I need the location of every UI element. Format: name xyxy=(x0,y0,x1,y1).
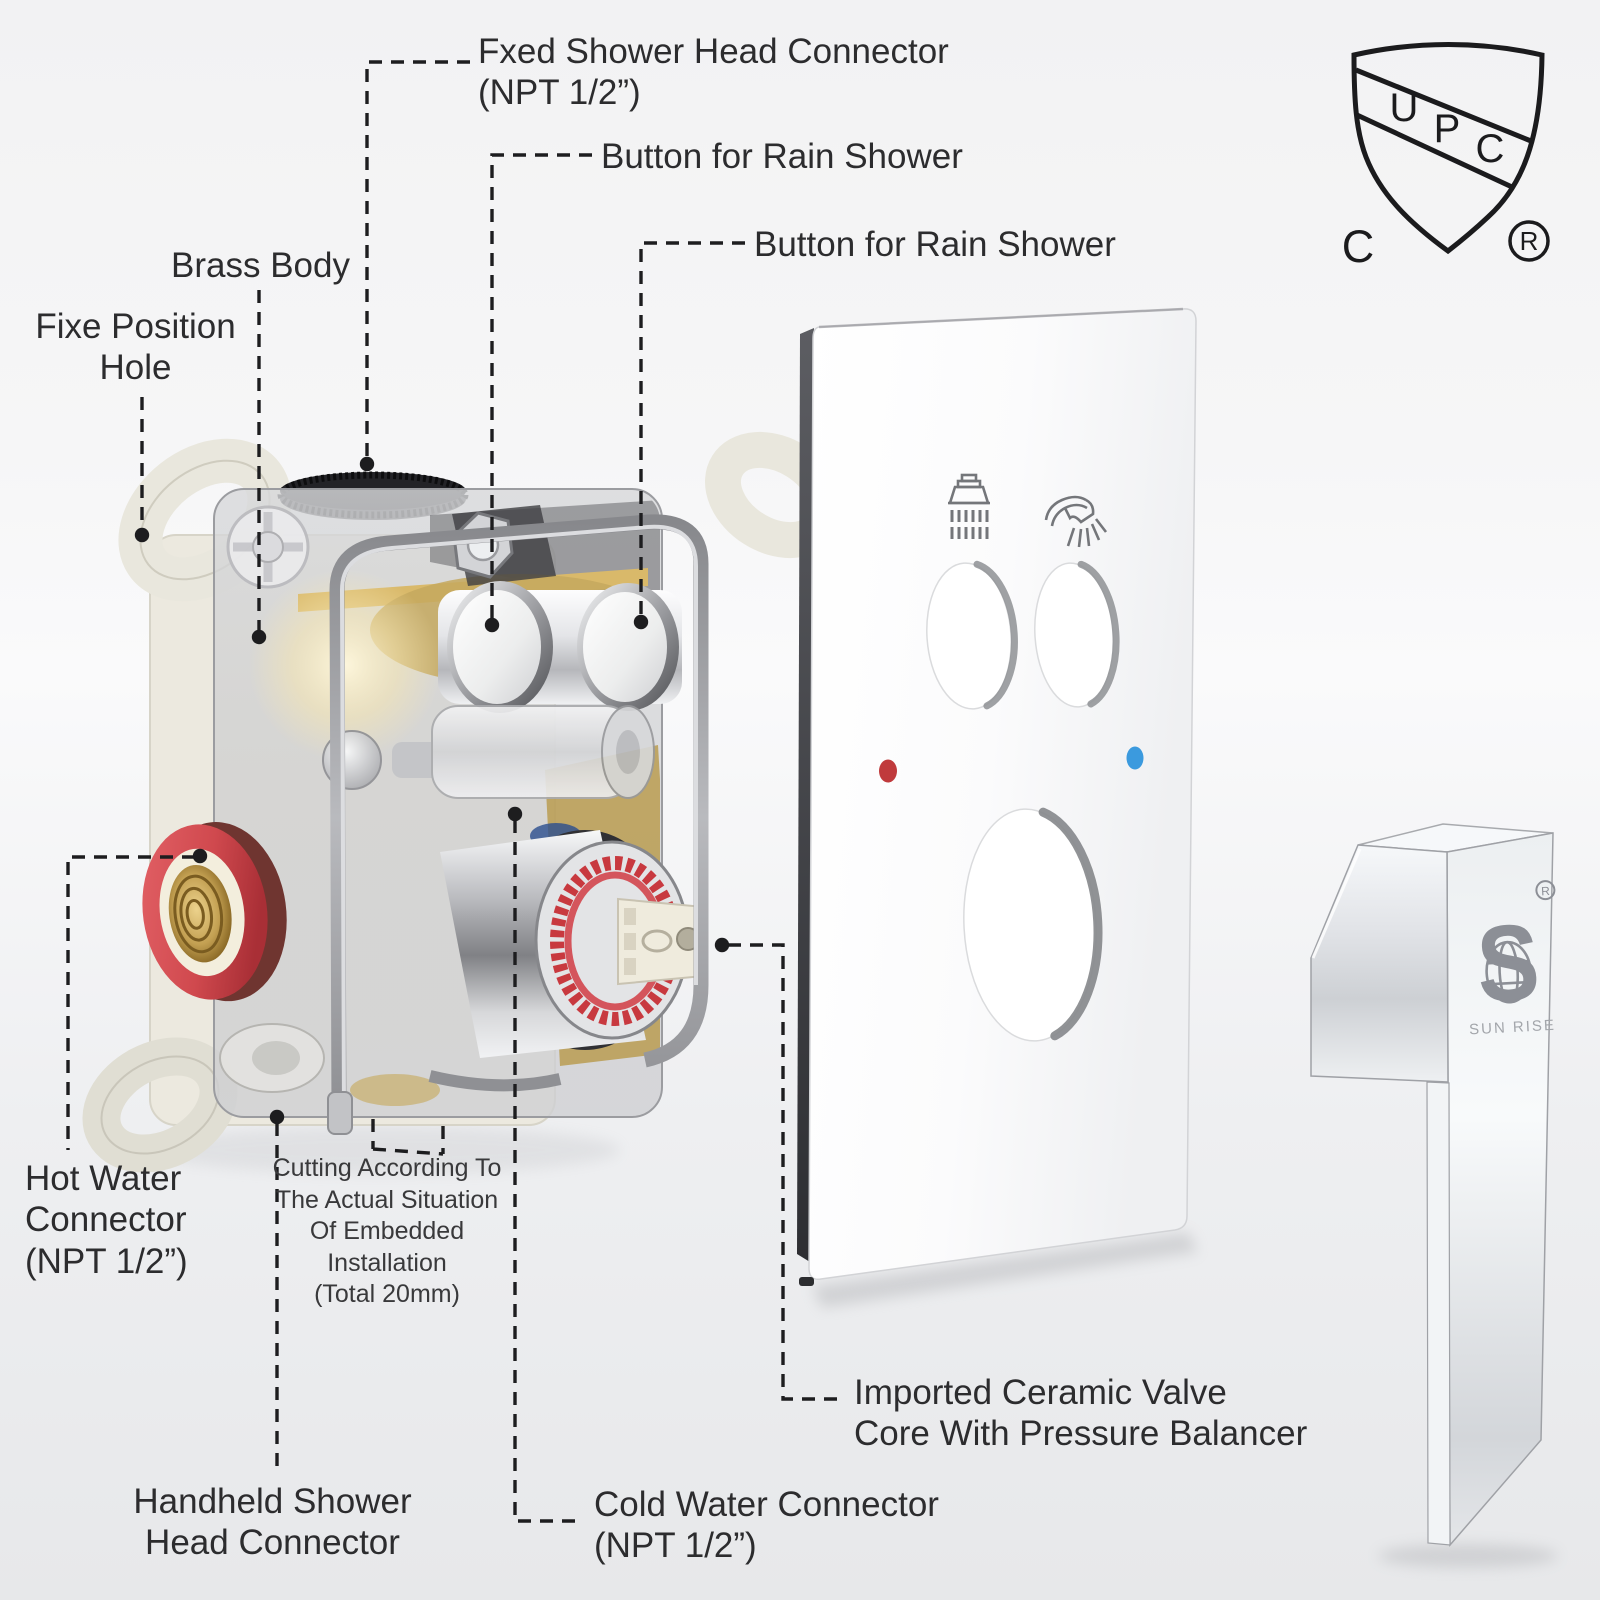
plate-hole-handle xyxy=(963,807,1103,1042)
leader-button-2 xyxy=(639,241,745,616)
label-fixed-shower-head-connector: Fxed Shower Head Connector (NPT 1/2”) xyxy=(478,31,949,114)
plate-face xyxy=(808,308,1197,1281)
label-line: (NPT 1/2”) xyxy=(478,73,641,113)
label-cutting-note: Cutting According To The Actual Situatio… xyxy=(262,1153,512,1311)
label-line: (NPT 1/2”) xyxy=(25,1241,188,1281)
label-line: Button for Rain Shower xyxy=(754,225,1116,264)
brand-logo: S R SUN RISE xyxy=(1469,880,1557,1039)
plate-shadow xyxy=(812,1232,1198,1308)
leader-ceramic-valve xyxy=(728,943,845,1401)
hot-water-inlet xyxy=(142,822,287,1002)
label-line: Of Embedded xyxy=(309,1217,465,1245)
label-line: (NPT 1/2”) xyxy=(594,1526,757,1566)
label-line: Installation xyxy=(327,1248,447,1277)
registered-circle xyxy=(1508,220,1550,262)
shield-letter-c: C xyxy=(1476,127,1505,171)
shield-band xyxy=(1355,67,1532,190)
label-line: Hot Water xyxy=(25,1159,182,1198)
brand-logo-globe xyxy=(1485,940,1532,1004)
leader-fixed-connector xyxy=(365,60,470,459)
brand-registered-mark: R xyxy=(1541,884,1551,898)
label-line: Fixe Position xyxy=(35,307,236,346)
upc-shield: U P C C R xyxy=(1342,42,1550,272)
shield-letter-p: P xyxy=(1434,107,1461,151)
plastic-wheel xyxy=(226,505,310,589)
leader-dots xyxy=(134,456,730,1125)
handle: S R SUN RISE xyxy=(1310,823,1557,1548)
label-line: Handheld Shower xyxy=(133,1482,412,1521)
label-brass-body: Brass Body xyxy=(171,245,350,286)
shield-outline xyxy=(1351,42,1545,255)
chrome-bracket xyxy=(327,514,709,1135)
label-ceramic-valve: Imported Ceramic Valve Core With Pressur… xyxy=(854,1372,1307,1455)
label-line: Connector xyxy=(25,1200,187,1240)
registered-mark: R xyxy=(1520,226,1539,256)
handheld-outlet xyxy=(219,1023,325,1093)
label-line: Brass Body xyxy=(171,246,350,285)
label-fixe-position-hole: Fixe Position Hole xyxy=(28,306,243,389)
label-line: Fxed Shower Head Connector xyxy=(478,32,949,71)
plate-hole-rain xyxy=(926,560,1018,710)
label-line: Hole xyxy=(99,348,172,388)
trim-plate xyxy=(797,307,1197,1286)
label-cold-water-connector: Cold Water Connector (NPT 1/2”) xyxy=(594,1484,939,1567)
plate-corner-foot xyxy=(799,1277,814,1286)
hot-indicator-dot xyxy=(879,759,897,783)
rain-shower-icon xyxy=(948,473,990,539)
valve-cartridge xyxy=(440,830,705,1058)
handle-front-face xyxy=(1310,844,1449,1083)
cold-indicator-dot xyxy=(1126,746,1144,770)
label-button-rain-shower-bottom: Button for Rain Shower xyxy=(754,224,1116,265)
handle-stem xyxy=(1426,1081,1451,1546)
brand-registered-circle xyxy=(1535,880,1556,901)
label-handheld-connector: Handheld Shower Head Connector xyxy=(125,1481,420,1564)
label-hot-water-connector: Hot Water Connector (NPT 1/2”) xyxy=(25,1158,188,1282)
handheld-shower-icon xyxy=(1044,495,1108,548)
leader-lines xyxy=(66,60,845,1523)
label-line: Core With Pressure Balancer xyxy=(854,1414,1308,1454)
label-line: The Actual Situation xyxy=(275,1185,499,1214)
shower-button-2 xyxy=(577,583,679,711)
label-line: (Total 20mm) xyxy=(314,1280,460,1308)
leader-button-1 xyxy=(490,153,592,619)
label-line: Cutting According To xyxy=(272,1154,502,1182)
shield-letter-u: U xyxy=(1390,86,1419,130)
handle-shadow xyxy=(1378,1544,1558,1568)
label-line: Cold Water Connector xyxy=(594,1485,939,1524)
rough-in-valve xyxy=(82,431,846,1173)
upc-left-mark: C xyxy=(1342,221,1375,272)
label-button-rain-shower-top: Button for Rain Shower xyxy=(601,136,963,177)
brand-name: SUN RISE xyxy=(1469,1017,1557,1039)
label-line: Button for Rain Shower xyxy=(601,137,963,176)
plate-hole-handheld xyxy=(1034,560,1120,708)
hex-fitting xyxy=(452,505,556,586)
label-line: Head Connector xyxy=(145,1523,400,1563)
label-line: Imported Ceramic Valve xyxy=(854,1373,1227,1412)
shower-button-1 xyxy=(447,581,553,713)
leader-cutting-bracket xyxy=(371,1119,445,1156)
